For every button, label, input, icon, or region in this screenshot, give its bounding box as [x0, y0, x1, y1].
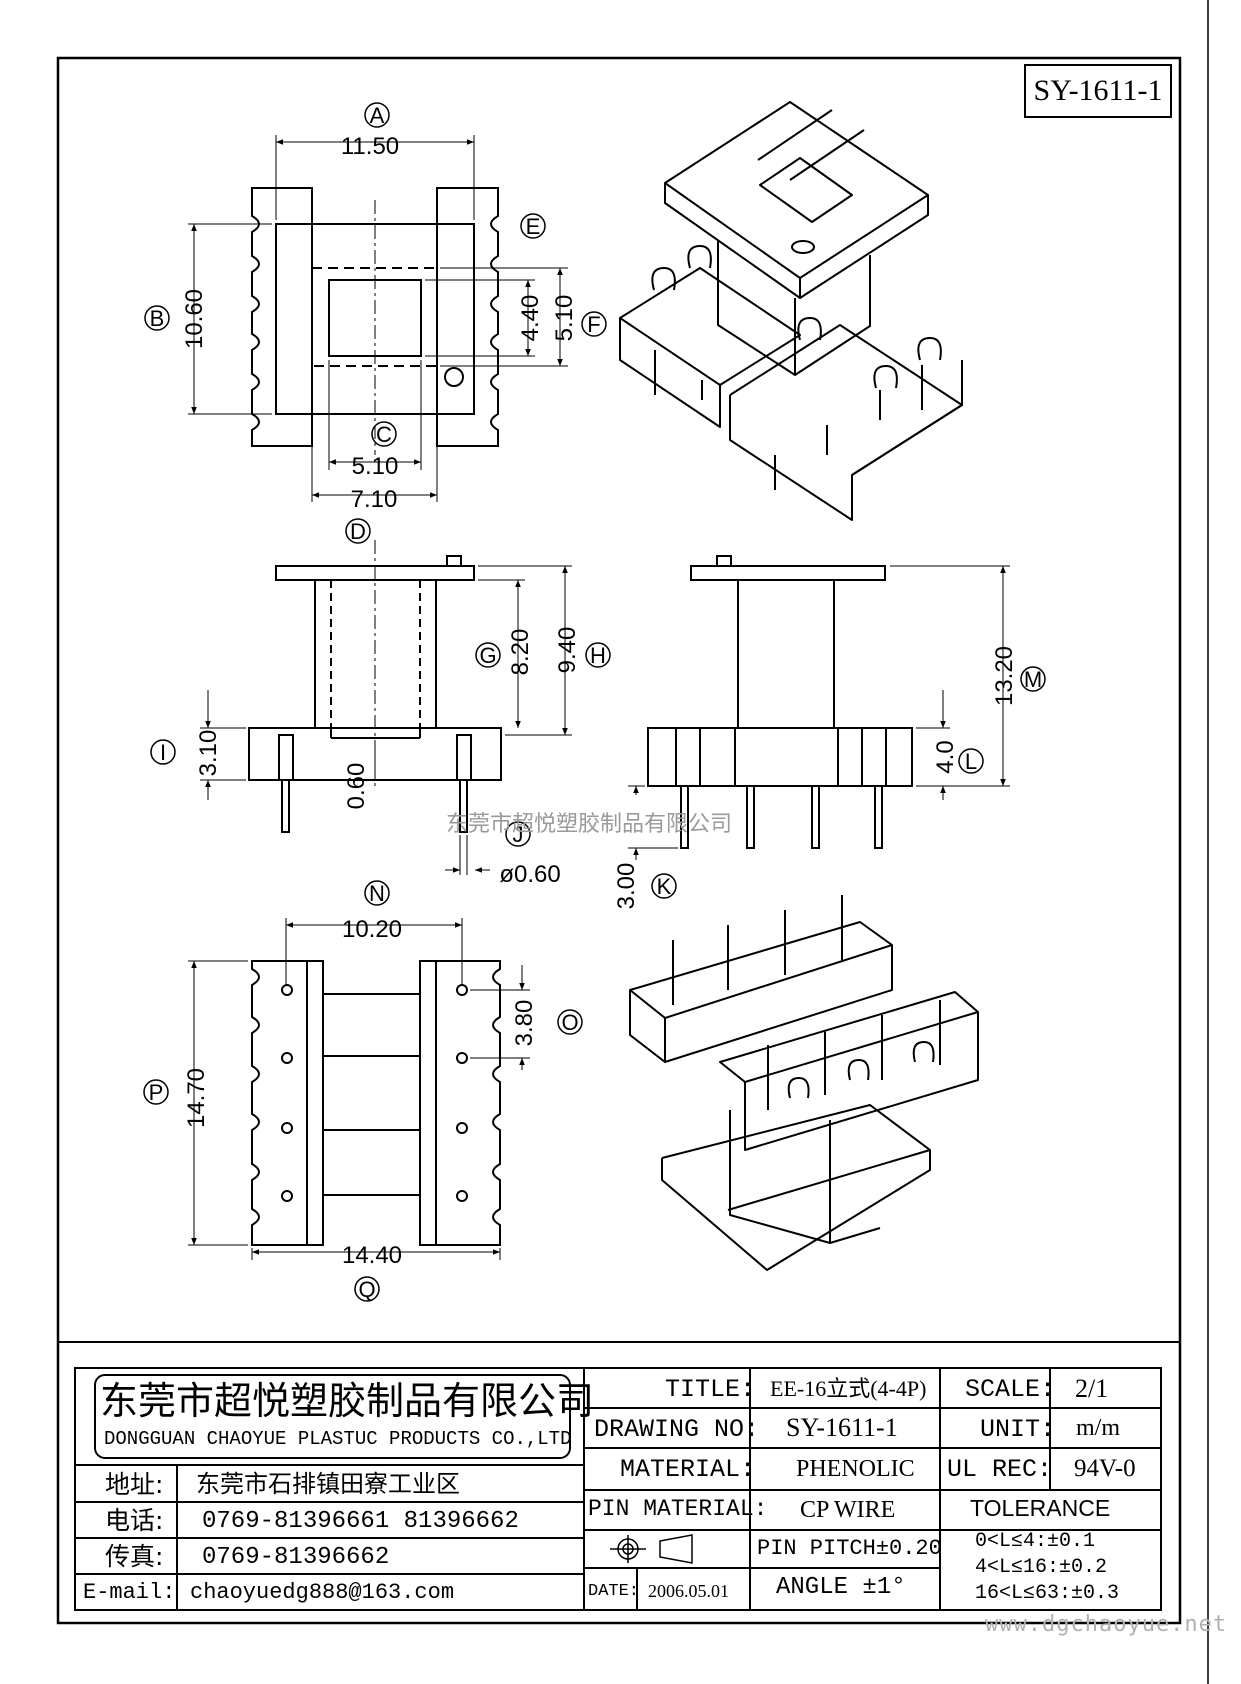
- drawing-no-label: DRAWING NO:: [594, 1415, 760, 1444]
- email-value: chaoyuedg888@163.com: [190, 1580, 455, 1605]
- bottom-view: [251, 960, 501, 1246]
- fax-label: 传真:: [105, 1542, 164, 1571]
- unit-label: UNIT:: [980, 1415, 1056, 1444]
- scale-label: SCALE:: [965, 1375, 1056, 1404]
- dim-k-value: 3.00: [613, 863, 640, 910]
- pin-material-label: PIN MATERIAL:: [588, 1496, 768, 1522]
- side-view: [647, 555, 913, 849]
- callout-j: J: [513, 822, 524, 847]
- dim-j-value: ø0.60: [499, 861, 560, 888]
- callout-p: P: [149, 1080, 164, 1105]
- dim-flange-value: 0.60: [343, 763, 370, 810]
- dim-e-value: 4.40: [517, 295, 544, 342]
- isometric-view-inverted: [629, 895, 979, 1271]
- fax-value: 0769-81396662: [202, 1544, 390, 1571]
- isometric-view-assembled: [619, 101, 963, 521]
- callout-i: I: [160, 740, 166, 765]
- callout-l: L: [965, 749, 977, 774]
- dim-o-value: 3.80: [511, 1000, 538, 1047]
- tolerance-row-2: 4<L≤16:±0.2: [975, 1556, 1108, 1579]
- tolerance-row-3: 16<L≤63:±0.3: [975, 1582, 1120, 1605]
- callout-e: E: [526, 214, 541, 239]
- front-view: [248, 540, 502, 833]
- callout-a: A: [370, 103, 385, 128]
- drawing-no-value: SY-1611-1: [786, 1413, 898, 1442]
- email-label: E-mail:: [83, 1580, 176, 1605]
- date-value: 2006.05.01: [648, 1581, 729, 1601]
- callout-d: D: [350, 519, 366, 544]
- callout-f: F: [587, 312, 600, 337]
- company-name-cn: 东莞市超悦塑胶制品有限公司: [100, 1379, 595, 1423]
- dimension-values: 11.50 10.60 5.10 7.10 4.40 5.10 8.20 9.4…: [181, 133, 1018, 1269]
- watermark-text: 东莞市超悦塑胶制品有限公司: [446, 812, 733, 837]
- callout-n: N: [369, 881, 385, 906]
- ul-rec-value: 94V-0: [1074, 1455, 1136, 1482]
- dim-c-inner-value: 5.10: [352, 453, 399, 480]
- callout-letters: A B C D E F G H I J K L M N O P Q: [143, 102, 1046, 1302]
- title-label: TITLE:: [665, 1375, 756, 1404]
- dim-q-value: 14.40: [342, 1242, 402, 1269]
- pin-pitch: PIN PITCH±0.20: [757, 1536, 942, 1561]
- tolerance-row-1: 0<L≤4:±0.1: [975, 1530, 1096, 1553]
- tolerance-heading: TOLERANCE: [970, 1495, 1111, 1521]
- projection-symbol-icon: [610, 1534, 693, 1564]
- dim-l-value: 4.0: [932, 740, 959, 773]
- drawing-number-box: SY-1611-1: [1024, 64, 1172, 118]
- callout-h: H: [590, 643, 606, 668]
- title-value: EE-16立式(4-4P): [770, 1376, 927, 1401]
- scale-value: 2/1: [1075, 1374, 1109, 1403]
- phone-label: 电话:: [105, 1506, 164, 1535]
- ul-rec-label: UL REC:: [947, 1455, 1053, 1484]
- callout-k: K: [657, 874, 672, 899]
- title-block-grid: [74, 1367, 1162, 1611]
- website-watermark: www.dgchaoyue.net: [985, 1612, 1228, 1637]
- pin-material-value: CP WIRE: [800, 1497, 896, 1523]
- dim-g-value: 8.20: [507, 629, 534, 676]
- dim-b-value: 10.60: [181, 289, 208, 349]
- angle-tolerance: ANGLE ±1°: [776, 1574, 906, 1601]
- address-value: 东莞市石排镇田寮工业区: [196, 1470, 460, 1498]
- dim-i-value: 3.10: [195, 730, 222, 777]
- dim-m-value: 13.20: [991, 646, 1018, 706]
- dim-a-value: 11.50: [341, 133, 399, 160]
- callout-q: Q: [358, 1277, 375, 1302]
- callout-m: M: [1024, 667, 1042, 692]
- material-label: MATERIAL:: [620, 1455, 756, 1484]
- dim-f-value: 5.10: [551, 295, 578, 342]
- dim-c-outer-value: 7.10: [351, 486, 398, 513]
- dim-p-value: 14.70: [183, 1068, 210, 1128]
- callout-b: B: [150, 306, 165, 331]
- material-value: PHENOLIC: [796, 1456, 915, 1482]
- dimension-lines: [188, 135, 1010, 1260]
- company-name-en: DONGGUAN CHAOYUE PLASTUC PRODUCTS CO.,LT…: [104, 1428, 572, 1450]
- address-label: 地址:: [105, 1470, 164, 1499]
- date-label: DATE:: [588, 1582, 640, 1601]
- dim-h-value: 9.40: [554, 627, 581, 674]
- top-view: [251, 187, 499, 455]
- drawing-frame: [56, 56, 1182, 1625]
- phone-value: 0769-81396661 81396662: [202, 1508, 519, 1535]
- unit-value: m/m: [1076, 1415, 1121, 1441]
- callout-c: C: [376, 422, 392, 447]
- callout-o: O: [561, 1010, 578, 1035]
- dim-n-value: 10.20: [342, 916, 402, 943]
- callout-g: G: [479, 643, 496, 668]
